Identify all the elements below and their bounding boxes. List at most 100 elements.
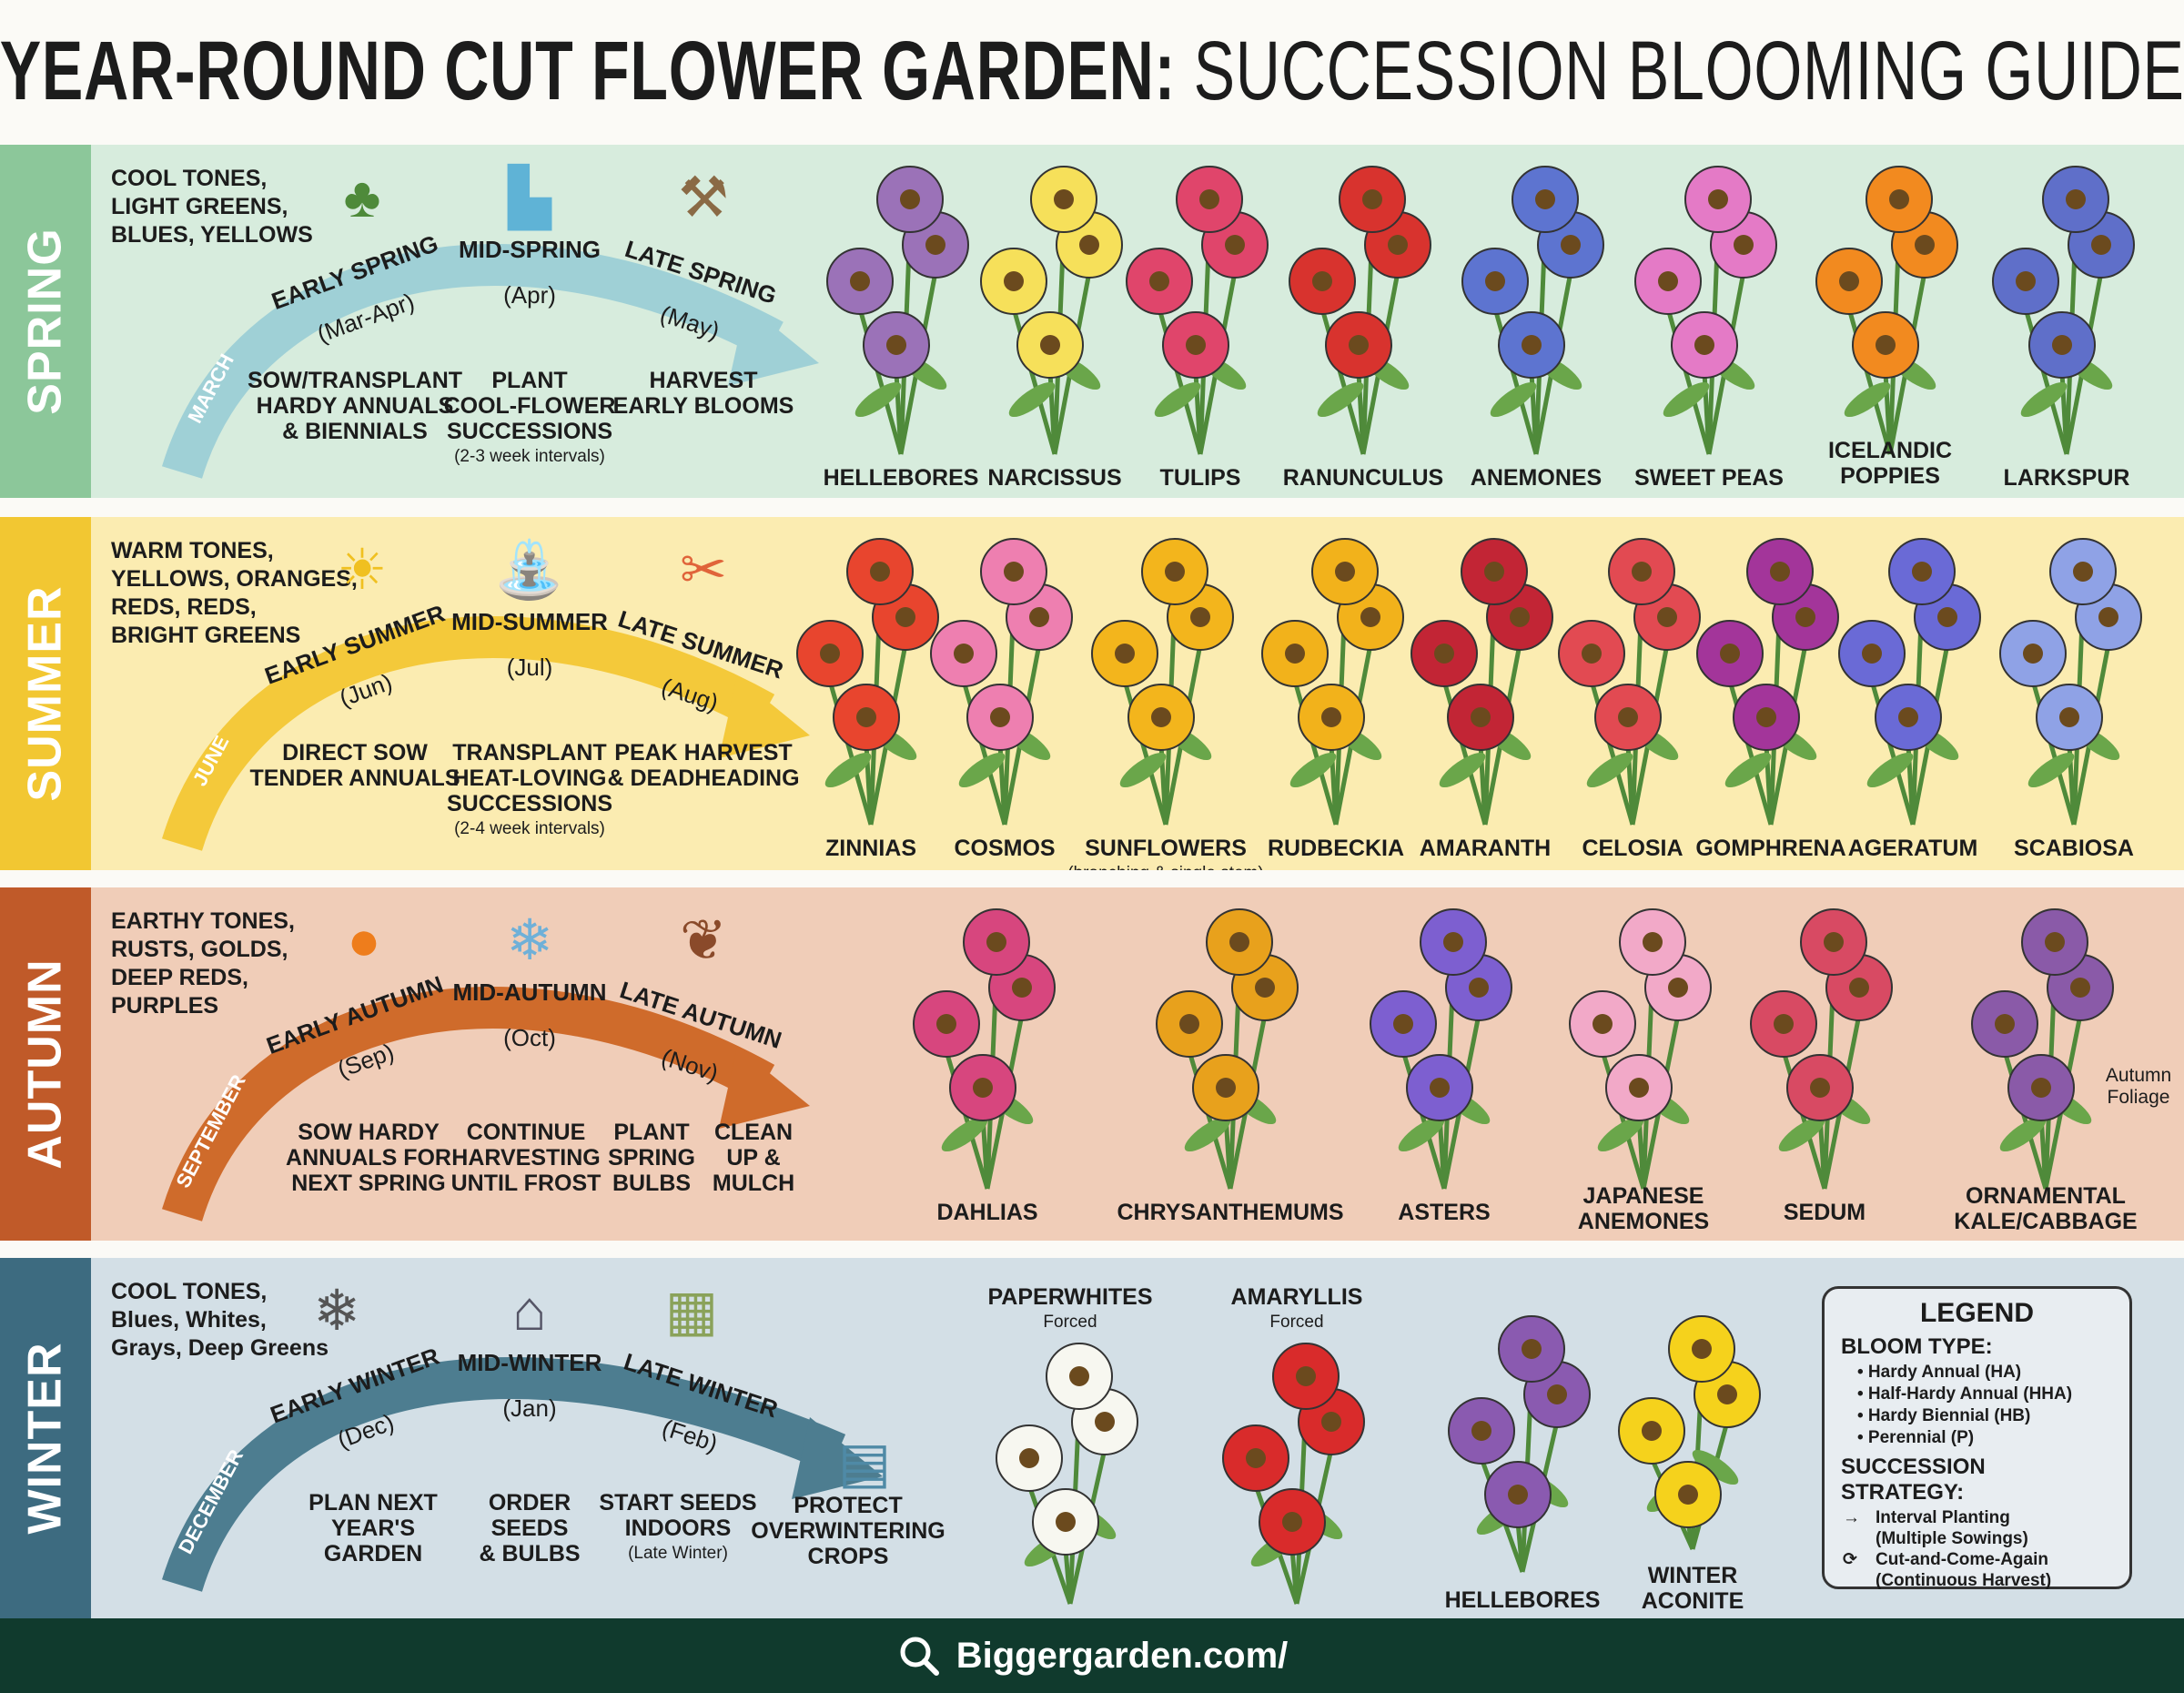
leaf: [854, 381, 902, 418]
stage-month: (Jan): [502, 1394, 557, 1422]
pruners-icon: ✂: [680, 539, 727, 602]
arrow-right-icon: →: [1843, 1508, 1860, 1527]
timeline-arrowhead: [792, 1417, 883, 1499]
stage-name: MID-SUMMER: [451, 608, 608, 635]
flower-illustration: [1448, 1315, 1591, 1573]
flower-illustration: [1999, 538, 2142, 826]
palette-line: RUSTS, GOLDS,: [111, 937, 288, 962]
flower-center: [1535, 189, 1555, 209]
action-line: UNTIL FROST: [450, 1171, 602, 1196]
timeline-arrowhead: [719, 676, 810, 758]
flower-center: [1255, 978, 1275, 998]
flower-center: [1678, 1485, 1698, 1505]
flower-center: [1004, 562, 1024, 582]
palette-line: EARTHY TONES,: [111, 908, 295, 934]
flower-center: [1770, 562, 1790, 582]
flower-center: [1199, 189, 1219, 209]
flower-center: [1522, 335, 1542, 355]
flower-center: [1898, 707, 1918, 727]
action-line: HEAT-LOVING: [452, 765, 607, 791]
flower-center: [1717, 1384, 1737, 1404]
strategy-line: (Continuous Harvest): [1876, 1571, 2052, 1590]
action-line: BULBS: [612, 1171, 692, 1196]
flower-center: [850, 271, 870, 291]
stage-name: MID-SPRING: [459, 236, 601, 263]
flower-center: [1810, 1078, 1830, 1098]
footer-url[interactable]: Biggergarden.com/: [956, 1635, 1289, 1676]
palette-line: COOL TONES,: [111, 1279, 268, 1304]
season-illustration: [162, 908, 2114, 1222]
stage-action: PEAK HARVEST& DEADHEADING: [607, 740, 799, 791]
stage-month: (Jul): [506, 654, 553, 681]
flower-label: LARKSPUR: [2004, 465, 2130, 491]
flower-center: [936, 1014, 956, 1034]
palette-line: Grays, Deep Greens: [111, 1335, 329, 1361]
flower-center: [973, 1078, 993, 1098]
flower-name: SUNFLOWERS: [1085, 836, 1247, 861]
action-line: HARVEST: [649, 368, 758, 393]
flower-center: [870, 562, 890, 582]
stage-month: (Apr): [503, 281, 556, 309]
flower-center: [1995, 1014, 2015, 1034]
flower-center: [1056, 1512, 1076, 1532]
flower-center: [856, 707, 876, 727]
leaf: [2020, 381, 2068, 418]
action-line: DIRECT SOW: [282, 740, 428, 765]
flower-center: [1149, 271, 1169, 291]
flower-label: TULIPS: [1160, 465, 1241, 491]
flower-name: WINTER: [1647, 1563, 1738, 1588]
flower-center: [1657, 607, 1677, 627]
flower-label: COSMOS: [954, 836, 1055, 861]
flower-label: CELOSIA: [1582, 836, 1683, 861]
flower-center: [1658, 271, 1678, 291]
action-line: SEEDS: [490, 1516, 569, 1541]
flower-center: [1079, 235, 1099, 255]
flower-center: [2016, 271, 2036, 291]
leaf: [1692, 1449, 1739, 1485]
action-line: UP &: [726, 1145, 781, 1171]
flower-illustration: [1992, 166, 2135, 455]
stage-name: MID-AUTUMN: [452, 978, 607, 1006]
palette-line: PURPLES: [111, 993, 219, 1019]
leaf: [1119, 752, 1167, 788]
action-note: (2-4 week intervals): [454, 819, 605, 838]
flower-illustration: [1696, 538, 1839, 826]
flower-name: ICELANDIC: [1827, 438, 1953, 463]
planner-notebook-icon: ▤: [837, 1432, 892, 1495]
timeline-arrowhead: [719, 1047, 810, 1129]
sun-icon: ☀: [337, 539, 388, 602]
action-line: CROPS: [807, 1544, 889, 1569]
flower-center: [2091, 235, 2111, 255]
action-line: PLAN NEXT: [308, 1490, 438, 1516]
flower-name: LARKSPUR: [2003, 465, 2130, 491]
flower-center: [1471, 707, 1491, 727]
flower-center: [1469, 978, 1489, 998]
flower-illustration: [1289, 166, 1431, 455]
snowflake-icon: ❄: [313, 1280, 360, 1343]
flower-center: [1862, 644, 1882, 664]
flower-name: POPPIES: [1840, 463, 1940, 489]
flower-center: [1720, 644, 1740, 664]
flower-name: AMARANTH: [1419, 836, 1552, 861]
action-line: SPRING: [608, 1145, 695, 1171]
flower-name: ACONITE: [1641, 1588, 1744, 1614]
flower-label: AMARANTH: [1420, 836, 1551, 861]
flower-name: ANEMONES: [1577, 1209, 1710, 1234]
flower-center: [1388, 235, 1408, 255]
flower-center: [1668, 978, 1688, 998]
strategy-item: ⟳Cut-and-Come-Again(Continuous Harvest): [1841, 1549, 2113, 1591]
flower-center: [1430, 1078, 1450, 1098]
flower-illustration: [1971, 908, 2114, 1190]
flower-center: [1642, 1421, 1662, 1441]
flower-label: CHRYSANTHEMUMS: [1117, 1200, 1343, 1225]
flower-center: [1393, 1014, 1413, 1034]
annotation-line: Foliage: [2107, 1087, 2170, 1108]
flower-label: SEDUM: [1784, 1200, 1866, 1225]
action-line: PLANT: [491, 368, 568, 393]
flower-label: RUDBECKIA: [1268, 836, 1404, 861]
